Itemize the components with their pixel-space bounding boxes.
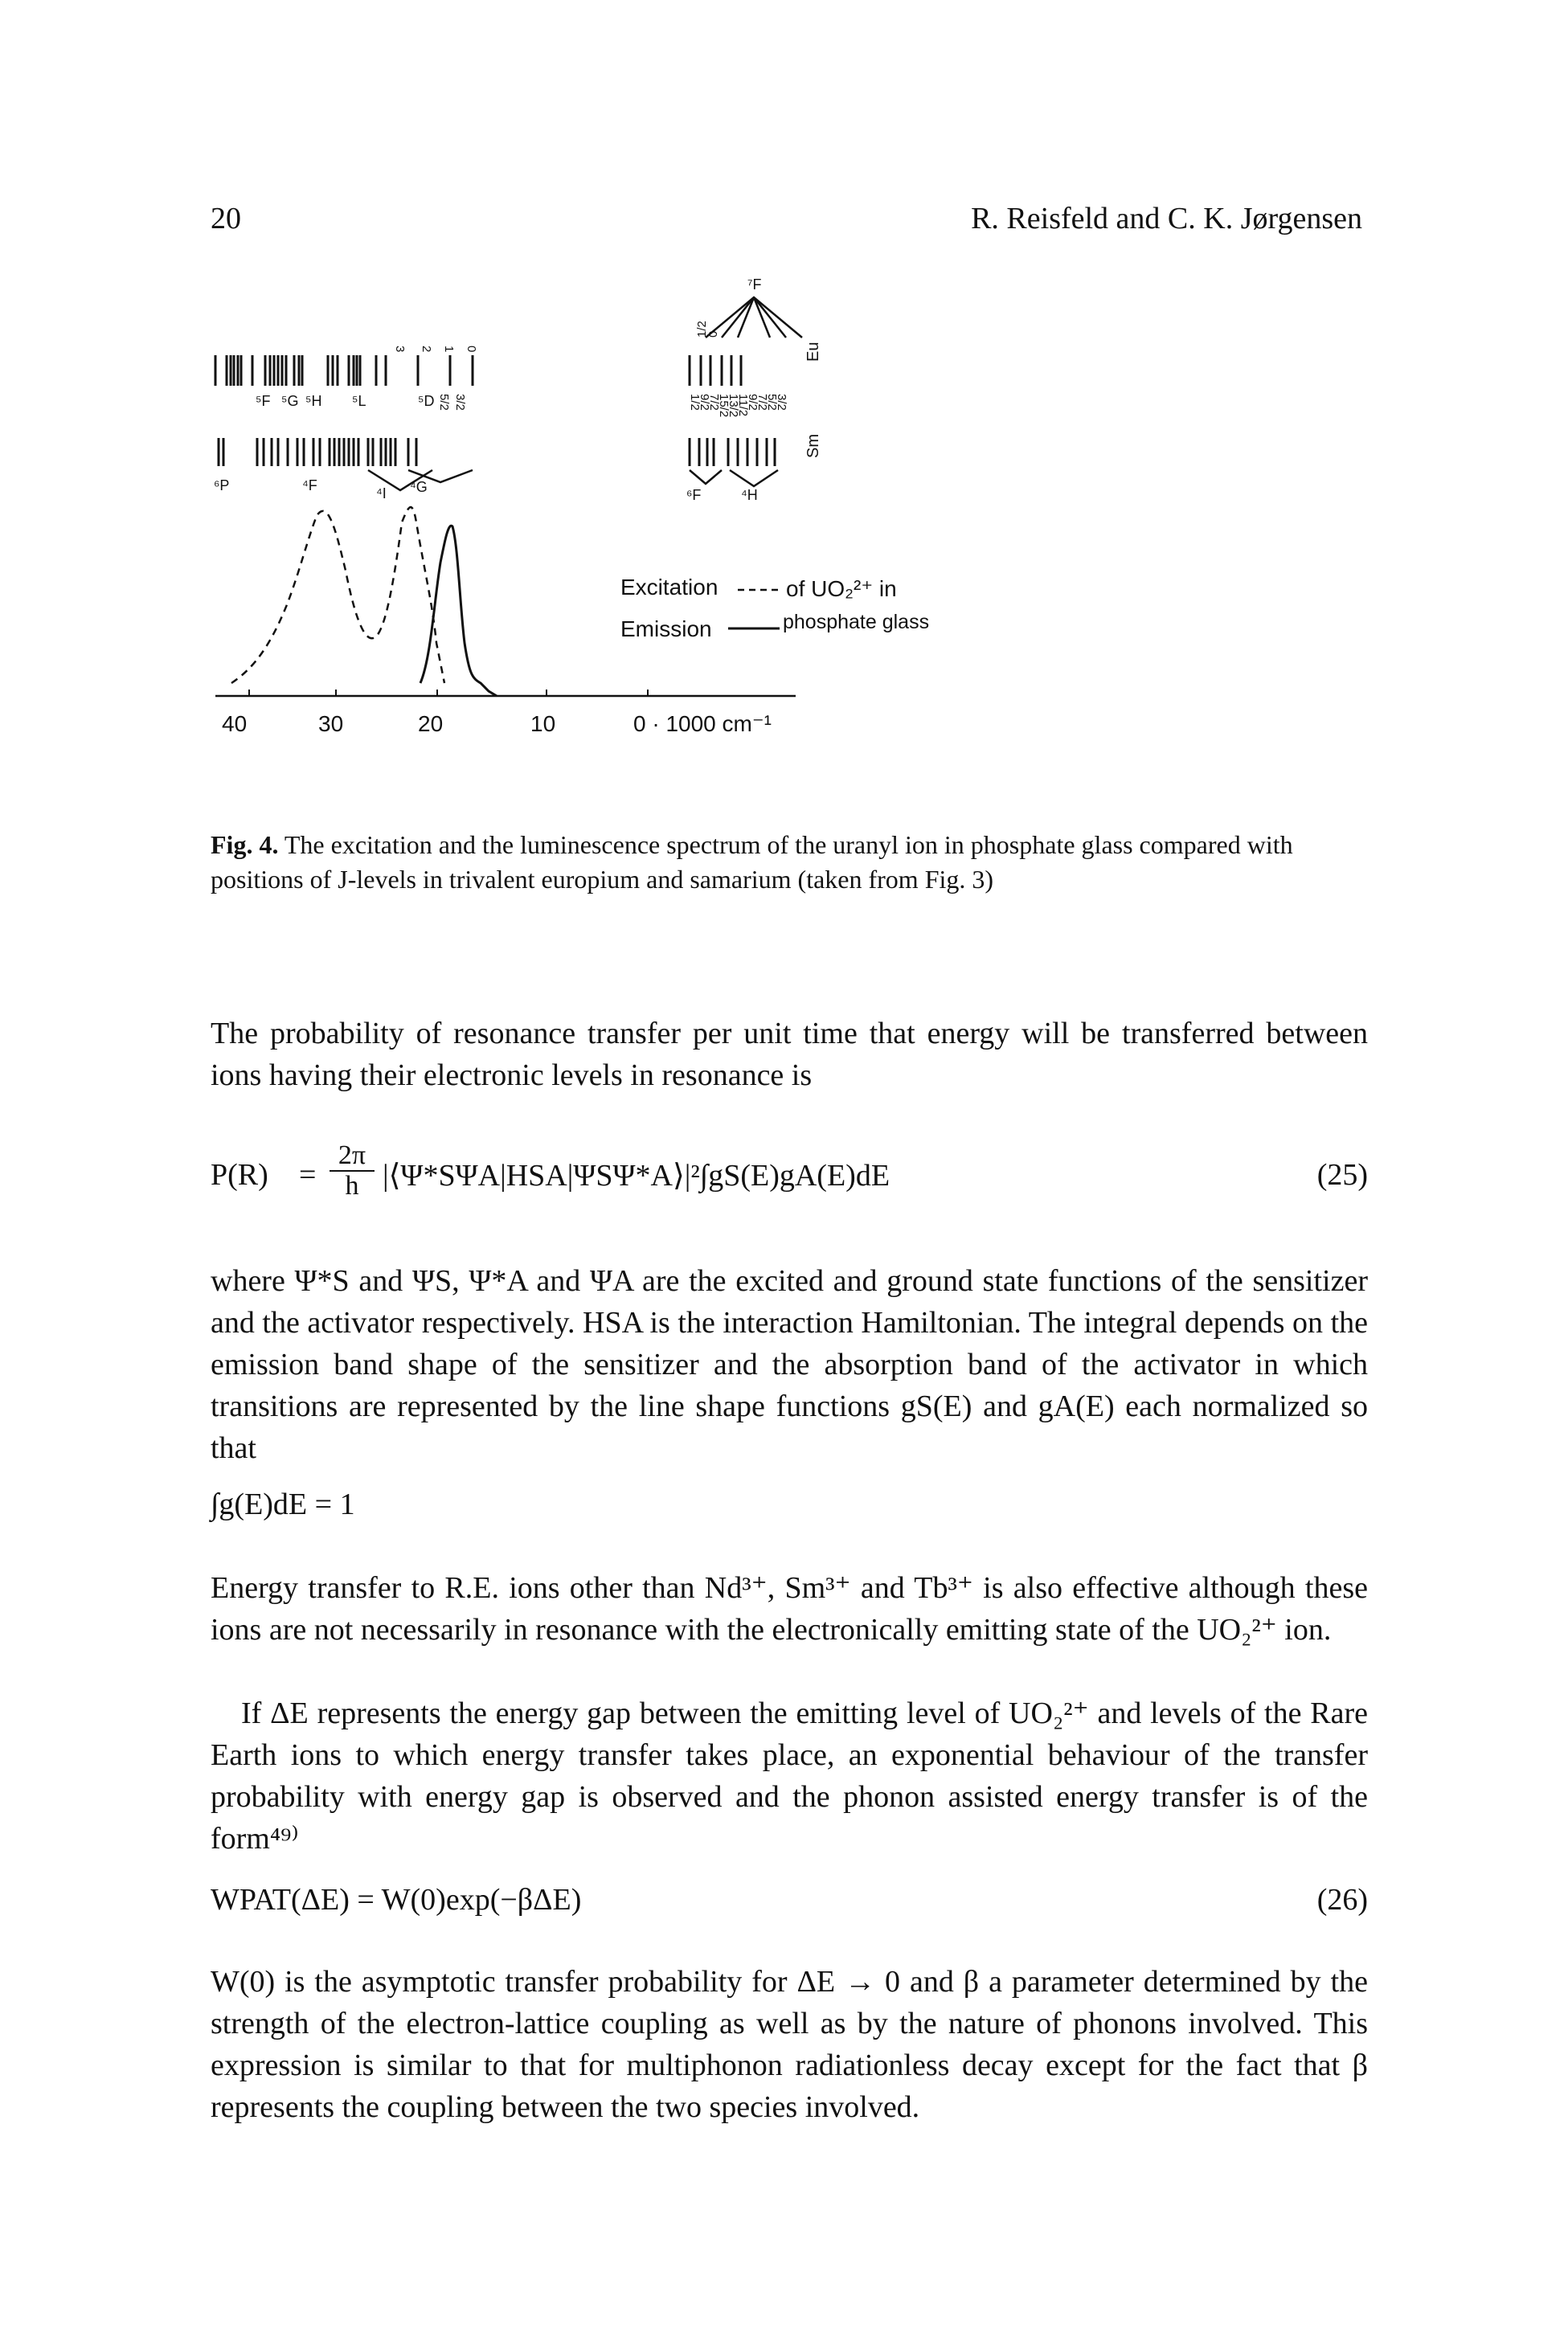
j-label: 0 — [706, 331, 720, 338]
running-head: R. Reisfeld and C. K. Jørgensen — [971, 202, 1362, 235]
paragraph-energy-gap: If ΔE represents the energy gap between … — [211, 1696, 1368, 1856]
level-labels: ⁵F ⁵G ⁵H ⁵L ⁵D ⁷F ⁶P ⁴F ⁴I ⁴G ⁶F ⁴H — [214, 276, 762, 503]
element-label-sm: Sm — [804, 434, 822, 458]
eq25-number: (25) — [1316, 1158, 1368, 1192]
figure-spectrum: ⁵F ⁵G ⁵H ⁵L ⁵D ⁷F ⁶P ⁴F ⁴I ⁴G ⁶F ⁴H 3 2 … — [214, 276, 929, 736]
j-label: 9/2 — [746, 394, 759, 411]
caption-text: The excitation and the luminescence spec… — [211, 830, 1293, 894]
eq25-denominator: h — [345, 1171, 359, 1201]
j-label: 5/2 — [765, 394, 779, 411]
paragraph-resonance-probability: The probability of resonance transfer pe… — [211, 1017, 1368, 1092]
x-axis-ticks — [248, 690, 649, 696]
level-label: ⁴G — [410, 479, 428, 495]
j-label: 11/2 — [736, 394, 750, 416]
j-label: 1/2 — [688, 394, 702, 411]
j-label: 3/2 — [775, 394, 788, 411]
level-label: ⁷F — [747, 276, 762, 293]
eq25-fraction: 2π h — [330, 1141, 375, 1201]
j-label: 7/2 — [755, 394, 769, 411]
level-label: ⁵G — [281, 393, 298, 409]
eq25-equals: = — [299, 1158, 317, 1192]
level-label: ⁶P — [214, 477, 229, 493]
x-tick-label: 30 — [318, 711, 343, 736]
j-label: 3/2 — [453, 394, 467, 411]
paragraph-asymptotic: W(0) is the asymptotic transfer probabil… — [211, 1965, 1368, 2124]
j-label: 7/2 — [707, 394, 721, 411]
x-tick-label: 0 · 1000 cm⁻¹ — [633, 711, 772, 736]
level-label: ⁵H — [305, 393, 321, 409]
eq25-lhs: P(R) — [211, 1158, 268, 1192]
level-label: ⁵L — [352, 393, 366, 409]
x-axis-labels: 40 30 20 10 0 · 1000 cm⁻¹ — [222, 711, 772, 736]
figure-caption: Fig. 4. The excitation and the luminesce… — [211, 828, 1368, 897]
emission-curve — [419, 524, 497, 698]
caption-label: Fig. 4. — [211, 830, 279, 859]
eq25-numerator: 2π — [330, 1141, 375, 1172]
legend-medium: phosphate glass — [783, 611, 929, 633]
page-number: 20 — [211, 202, 241, 235]
sm-level-bars — [217, 438, 776, 466]
level-label: ⁴F — [302, 477, 317, 493]
eq26-number: (26) — [1316, 1883, 1368, 1917]
level-label: ⁵D — [418, 393, 434, 409]
j-value-labels: 3 2 1 0 5/2 3/2 1/2 0 1/2 9/2 7/2 15/2 1… — [393, 321, 788, 417]
j-label: 3 — [393, 346, 407, 352]
j-label: 13/2 — [727, 394, 740, 417]
element-labels: Eu Sm — [804, 342, 822, 458]
x-tick-label: 40 — [222, 711, 247, 736]
j-label: 9/2 — [698, 394, 711, 411]
eq25-rhs: |⟨Ψ*SΨA|HSA|ΨSΨ*A⟩|²∫gS(E)gA(E)dE — [383, 1159, 890, 1193]
equation-normalization: ∫g(E)dE = 1 — [211, 1488, 355, 1521]
x-tick-label: 10 — [530, 711, 555, 736]
level-label: ⁴I — [376, 485, 387, 501]
level-label: ⁴H — [741, 487, 758, 503]
legend-excitation: Excitation — [620, 575, 718, 600]
element-label-eu: Eu — [804, 342, 822, 362]
level-label: ⁶F — [686, 487, 701, 503]
j-label: 0 — [465, 346, 478, 352]
excitation-curve — [231, 506, 446, 685]
paragraph-energy-transfer: Energy transfer to R.E. ions other than … — [211, 1571, 1368, 1647]
x-tick-label: 20 — [418, 711, 443, 736]
equation-25: P(R) = 2π h |⟨Ψ*SΨA|HSA|ΨSΨ*A⟩|²∫gS(E)gA… — [211, 1141, 1368, 1213]
legend-emission: Emission — [620, 616, 712, 641]
figure-legend: Excitation of UO₂²⁺ in Emission phosphat… — [620, 575, 929, 641]
j-label: 2 — [420, 346, 433, 352]
level-label: ⁵F — [256, 393, 270, 409]
j-label: 15/2 — [717, 394, 731, 417]
j-label: 5/2 — [437, 394, 451, 411]
j-label: 1 — [442, 346, 456, 352]
j-label: 1/2 — [695, 321, 709, 338]
paragraph-definitions: where Ψ*S and ΨS, Ψ*A and ΨA are the exc… — [211, 1264, 1368, 1465]
equation-26: WPAT(ΔE) = W(0)exp(−βΔE) (26) — [211, 1882, 1368, 1917]
eu-level-bars — [214, 355, 743, 386]
legend-of-text: of UO₂²⁺ in — [786, 576, 897, 601]
level-brackets — [367, 296, 803, 492]
eq26-text: WPAT(ΔE) = W(0)exp(−βΔE) — [211, 1883, 582, 1917]
